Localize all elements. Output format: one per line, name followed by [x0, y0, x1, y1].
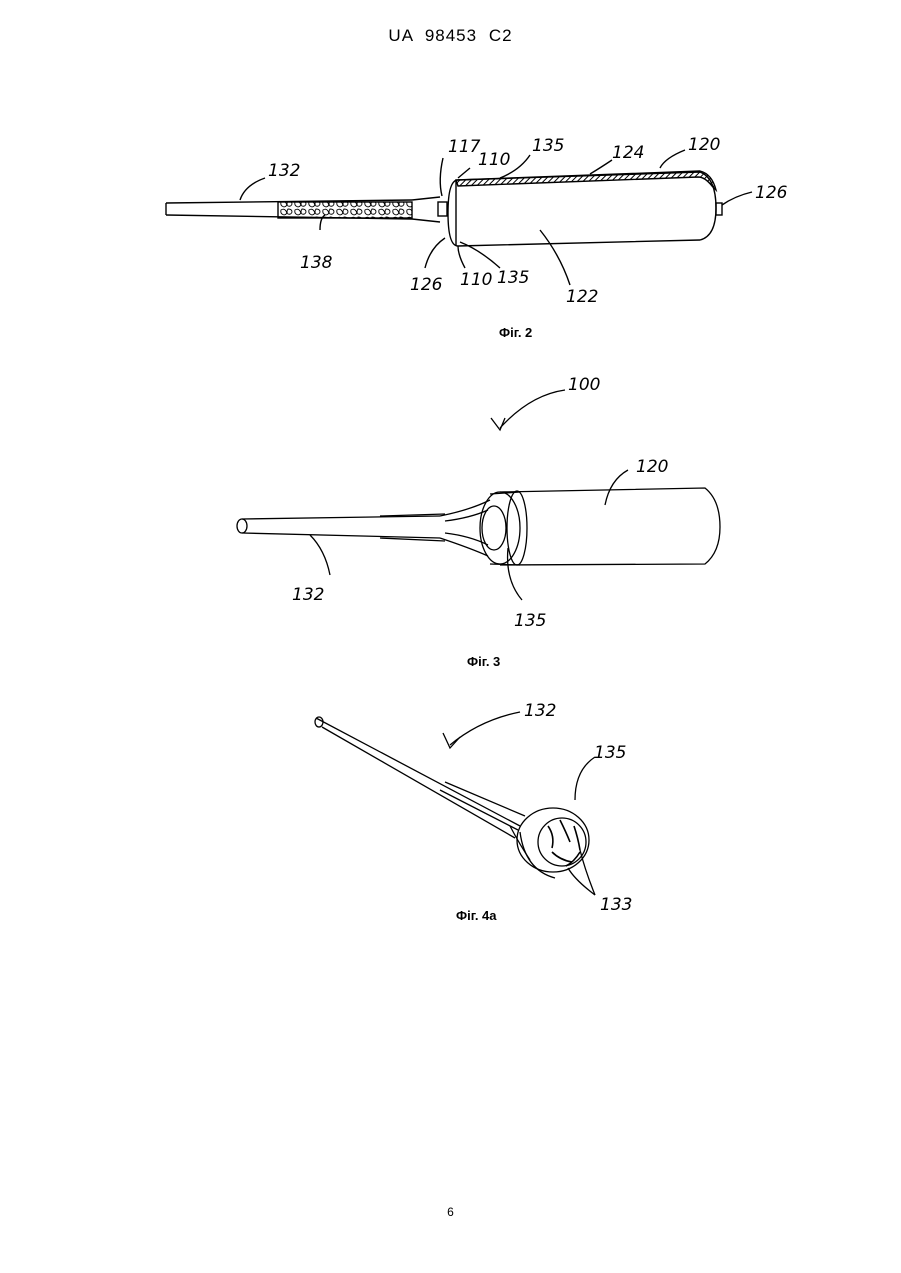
- fig3-caption: Фіг. 3: [467, 654, 500, 669]
- page-number: 6: [0, 1205, 901, 1219]
- fig2-label: 138: [300, 253, 333, 273]
- fig2-drawing: [166, 150, 752, 285]
- fig2-label: 110: [478, 150, 510, 170]
- fig3-labels: 100 120 132 135: [292, 375, 668, 631]
- fig2-caption: Фіг. 2: [499, 325, 532, 340]
- fig3-label: 132: [292, 585, 324, 605]
- fig2-label: 132: [268, 161, 300, 181]
- fig2-label: 117: [448, 137, 481, 157]
- fig3-drawing: [237, 390, 720, 600]
- fig4a-drawing: [315, 712, 595, 895]
- fig2-label: 120: [688, 135, 720, 155]
- fig3-label: 120: [636, 457, 668, 477]
- fig4a-label: 132: [524, 701, 556, 721]
- fig2-label: 126: [755, 183, 788, 203]
- fig4a-caption: Фіг. 4а: [456, 908, 497, 923]
- fig3-label: 135: [514, 611, 546, 631]
- fig4a-label: 133: [600, 895, 632, 915]
- fig2-label: 122: [566, 287, 598, 307]
- fig2-label: 124: [612, 143, 644, 163]
- fig4a-labels: 132 135 133: [524, 701, 632, 915]
- fig3-label: 100: [568, 375, 600, 395]
- fig2-label: 110: [460, 270, 492, 290]
- fig2-label: 135: [497, 268, 529, 288]
- fig2-label: 135: [532, 136, 564, 156]
- fig4a-label: 135: [594, 743, 626, 763]
- fig2-label: 126: [410, 275, 443, 295]
